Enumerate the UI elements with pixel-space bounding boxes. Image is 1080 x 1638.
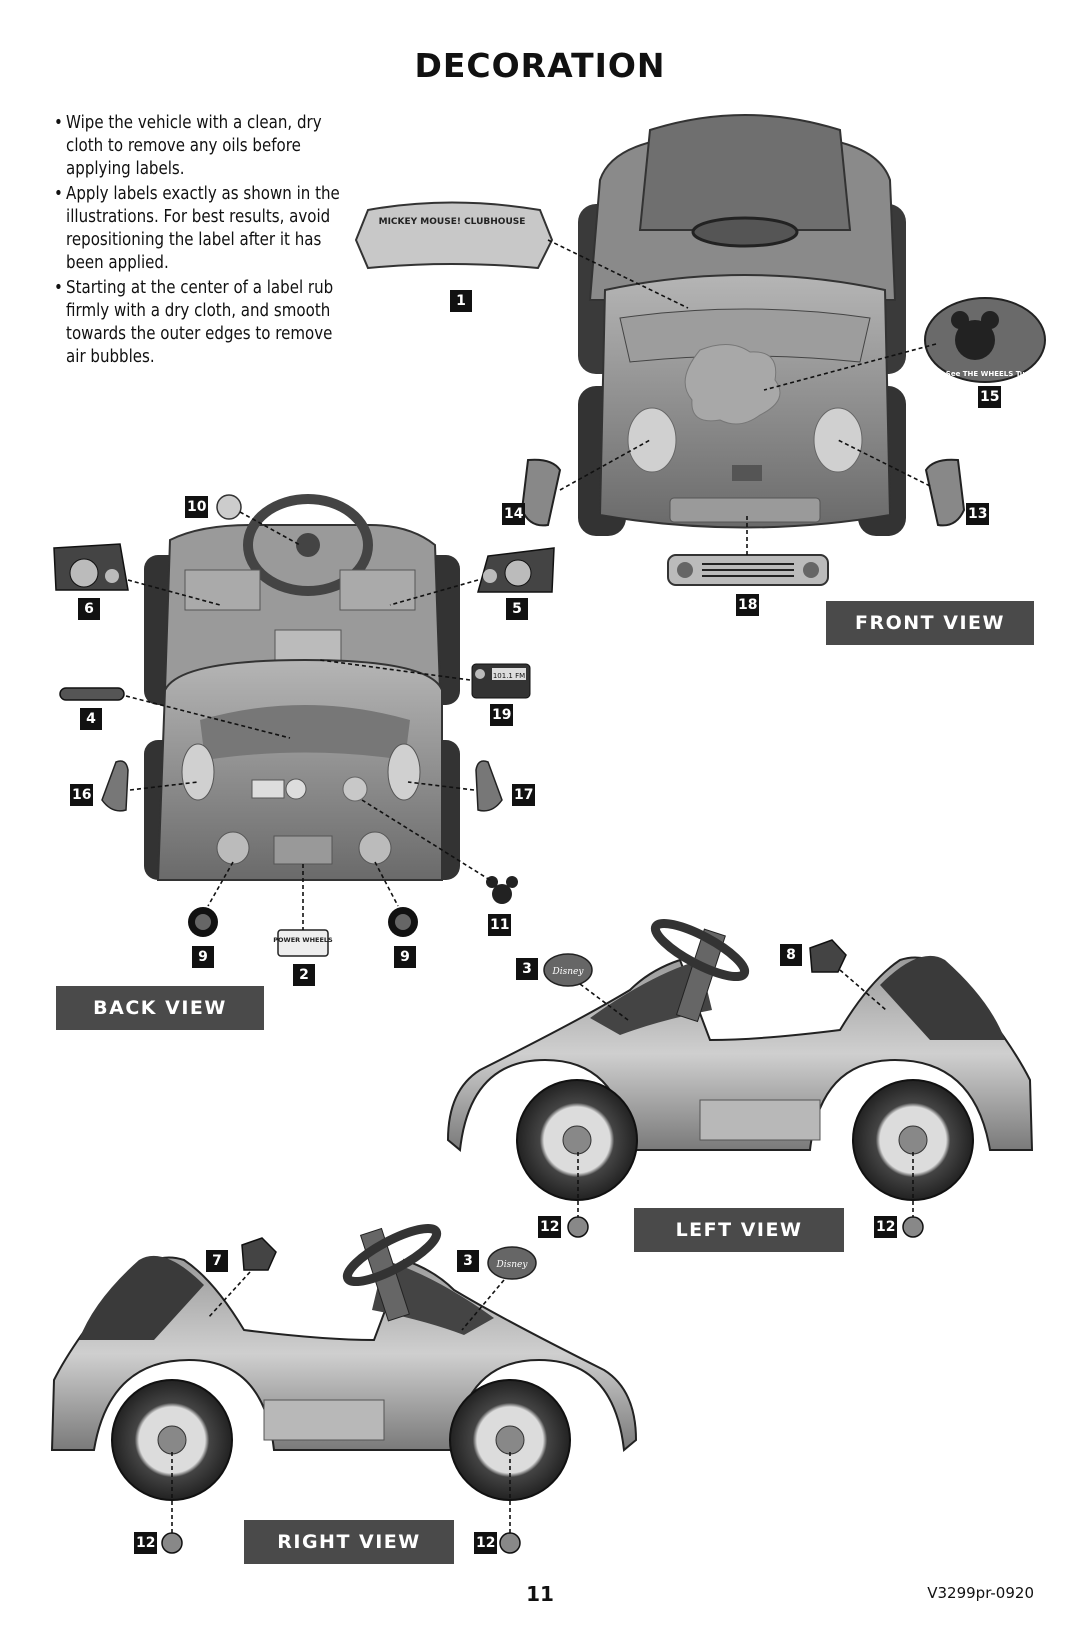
instruction-item: Apply labels exactly as shown in the ill… [54,183,346,275]
label-8-side-emblem [809,939,847,973]
label-9-reflector-right [388,907,418,937]
label-4-strip [59,687,125,701]
label-14-headlight-left [520,458,562,527]
callout-6: 6 [78,598,100,620]
callout-7: 7 [206,1250,228,1272]
callout-16: 16 [70,784,94,806]
callout-8: 8 [780,944,802,966]
label-7-side-emblem [241,1237,277,1271]
callout-9-right: 9 [394,946,416,968]
callout-3-left-view: 3 [516,958,538,980]
callout-18: 18 [736,594,760,616]
label-13-headlight-right [924,458,966,527]
right-leader-lines [171,1271,511,1533]
back-leader-lines [125,511,491,930]
label-5-gauge-right [477,547,555,593]
callout-4: 4 [80,708,102,730]
callout-9-left: 9 [192,946,214,968]
callout-12-left-b: 12 [874,1216,898,1238]
page-title: DECORATION [414,46,666,85]
label-19-radio: 101.1 FM [471,663,531,699]
callout-2: 2 [293,964,315,986]
left-view-car [446,918,1034,1201]
back-view-car [144,494,460,881]
label-15-text: I can See THE WHEELS Turning [924,370,1045,378]
label-12-hubcap-left-b [902,1216,924,1238]
callout-11: 11 [488,914,512,936]
label-2-power-wheels-plate: POWER WHEELS [273,929,333,957]
label-3-text: Disney [552,967,585,977]
label-1-clubhouse: MICKEY MOUSE! CLUBHOUSE [354,201,554,270]
label-10-power-wheels-small [216,494,242,520]
label-2-text: POWER WHEELS [273,936,333,944]
label-12-hubcap-right-a [161,1532,183,1554]
left-leader-lines [577,969,914,1217]
front-view-label: FRONT VIEW [826,601,1034,645]
label-3-disney-right: Disney [487,1246,537,1280]
label-12-hubcap-left-a [567,1216,589,1238]
label-9-reflector-left [188,907,218,937]
instruction-item: Starting at the center of a label rub fi… [54,277,346,369]
callout-19: 19 [490,704,514,726]
callout-12-right-b: 12 [474,1532,498,1554]
right-view-car [50,1223,638,1501]
page-number: 11 [526,1582,554,1606]
label-6-gauge-left [53,543,129,591]
callout-10: 10 [185,496,209,518]
callout-1: 1 [450,290,472,312]
callout-17: 17 [512,784,536,806]
label-17-taillight-right [475,760,503,812]
front-leader-lines [547,239,937,555]
instruction-item: Wipe the vehicle with a clean, dry cloth… [54,112,346,181]
callout-5: 5 [506,598,528,620]
label-3-text: Disney [496,1260,529,1270]
left-view-label: LEFT VIEW [634,1208,844,1252]
label-18-grille [667,554,829,586]
callout-14: 14 [502,503,526,525]
callout-12-left-a: 12 [538,1216,562,1238]
label-11-mickey-emblem [486,876,518,904]
label-19-text: 101.1 FM [493,672,525,680]
label-15-wheels-turning: I can See THE WHEELS Turning [924,297,1046,383]
front-view-car [578,114,906,536]
document-code: V3299pr-0920 [927,1584,1034,1602]
callout-12-right-a: 12 [134,1532,158,1554]
label-16-taillight-left [101,760,129,812]
back-view-label: BACK VIEW [56,986,264,1030]
callout-13: 13 [966,503,990,525]
instruction-list: Wipe the vehicle with a clean, dry cloth… [54,112,346,371]
label-1-text: MICKEY MOUSE! CLUBHOUSE [379,217,526,227]
label-12-hubcap-right-b [499,1532,521,1554]
right-view-label: RIGHT VIEW [244,1520,454,1564]
callout-3-right-view: 3 [457,1250,479,1272]
callout-15: 15 [978,386,1002,408]
label-3-disney-left: Disney [543,953,593,987]
